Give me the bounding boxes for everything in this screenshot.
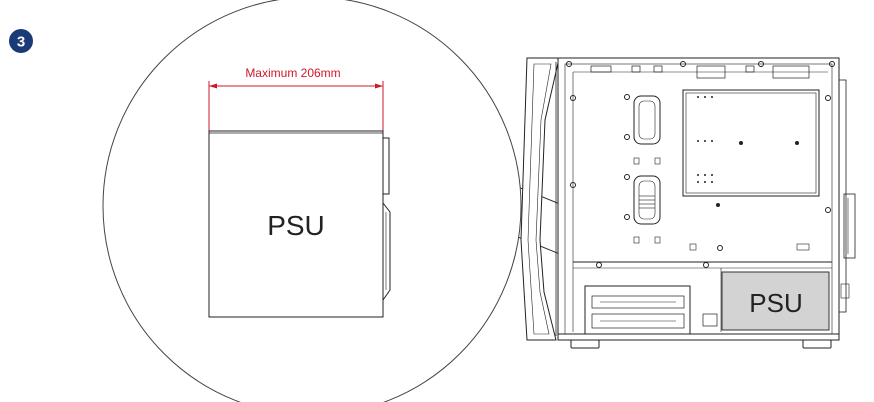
top-slot-3	[653, 65, 663, 73]
dimension-arrow-left	[209, 83, 217, 89]
psu-side-tab-upper	[382, 137, 390, 195]
tab-1	[633, 157, 640, 165]
screw-right-2	[825, 207, 831, 213]
tray-slot-2	[796, 243, 810, 251]
screw-top-right	[829, 61, 835, 67]
rear-small-tab	[840, 283, 850, 299]
hdd-connector	[702, 313, 718, 327]
screw-right-1	[825, 95, 831, 101]
step-badge: 3	[9, 29, 33, 53]
motherboard-tray	[682, 89, 820, 197]
shroud-screw-1	[596, 262, 602, 268]
tab-3	[633, 236, 640, 244]
hdd-drive-lower	[591, 313, 685, 329]
top-slot-5	[745, 65, 755, 73]
dimension-arrow-right	[375, 83, 383, 89]
psu-case-box	[721, 271, 830, 331]
top-slot-6	[772, 65, 810, 79]
standoff-1	[624, 94, 630, 100]
foot-rear	[802, 339, 832, 349]
top-slot-2	[631, 65, 641, 73]
dimension-annotation: Maximum 206mm	[208, 66, 384, 131]
shroud-screw-2	[703, 262, 709, 268]
front-bezel	[520, 57, 559, 341]
psu-case-label: PSU	[749, 288, 802, 318]
cable-cutout-grille	[639, 195, 655, 209]
tab-2	[654, 157, 661, 165]
screw-top-left	[566, 61, 572, 67]
dimension-label: Maximum 206mm	[245, 66, 340, 80]
top-slot-4	[696, 65, 726, 79]
standoff-2	[624, 134, 630, 140]
foot-front	[570, 339, 600, 349]
hdd-drive-upper	[591, 295, 685, 309]
motherboard-tray-inner	[685, 92, 817, 194]
tray-mount-holes	[697, 96, 799, 207]
rear-rail	[838, 79, 847, 313]
rear-io-bracket	[843, 193, 856, 259]
front-bezel-inner	[527, 63, 552, 335]
tab-4	[654, 236, 661, 244]
screw-left-2	[570, 182, 576, 188]
tray-hole	[717, 245, 723, 251]
step-number: 3	[17, 34, 25, 51]
psu-side-connector	[382, 202, 391, 301]
cable-cutout-lower	[633, 175, 661, 225]
screw-left-1	[570, 95, 576, 101]
psu-body	[208, 130, 384, 318]
zoom-detail: Maximum 206mm PSU	[102, 0, 522, 402]
screw-top-mid-2	[758, 61, 764, 67]
psu-zoom-label: PSU	[267, 210, 325, 241]
psu-unit-magnified	[208, 130, 391, 318]
standoff-3	[624, 174, 630, 180]
top-slot-1	[590, 65, 612, 73]
cable-cutout-upper-inner	[638, 100, 656, 140]
screw-top-mid-1	[680, 61, 686, 67]
tray-slot	[689, 243, 697, 251]
psu-in-case: PSU	[721, 271, 830, 331]
standoff-4	[624, 214, 630, 220]
step-badge-circle	[9, 29, 33, 53]
cable-cutout-upper	[633, 95, 661, 145]
